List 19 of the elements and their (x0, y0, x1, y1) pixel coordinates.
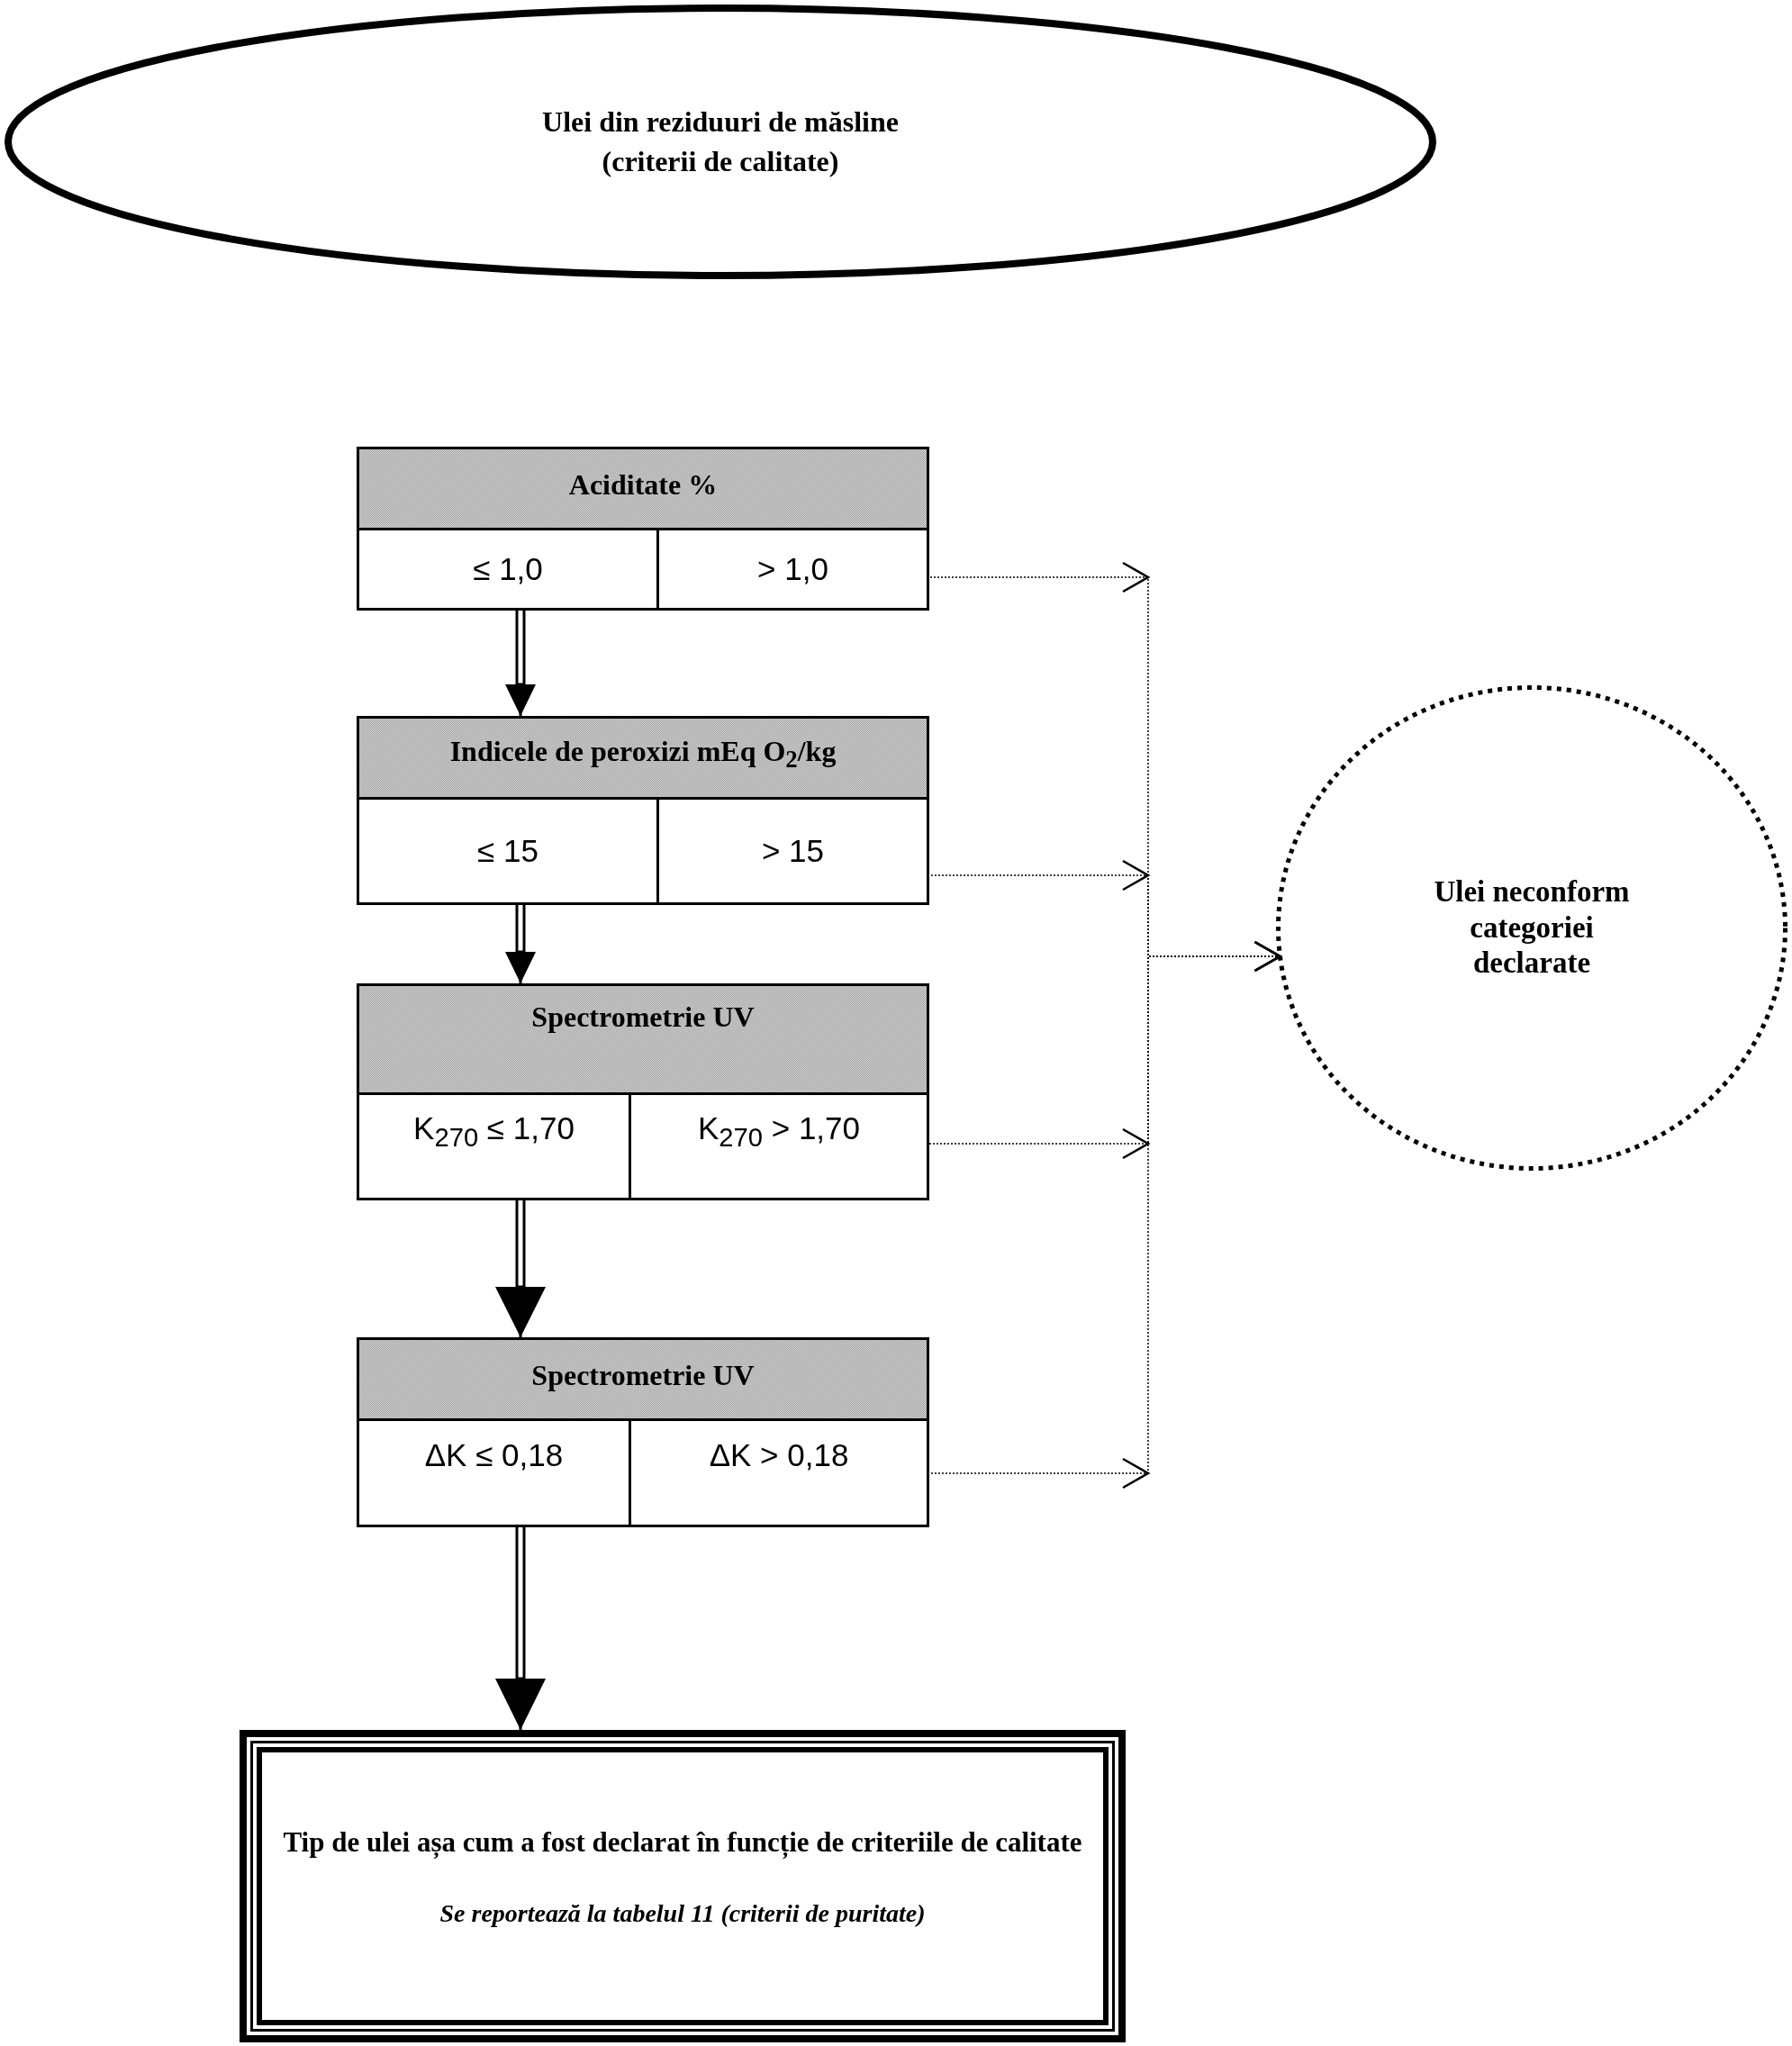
result-circle (1276, 685, 1787, 1171)
table-cell: ≤ 15 (359, 797, 659, 902)
decision-table (357, 983, 929, 1200)
circle-text: Ulei neconform categoriei declarate (1433, 874, 1631, 982)
decision-table (357, 447, 929, 611)
note-text: Se reportează la tabelul 11 (criterii de puritate) (439, 1897, 926, 1929)
decision-table (357, 1337, 929, 1527)
result-text: Tip de ulei așa cum a fost declarat în funcție de criteriile de calitate (283, 1824, 1082, 1860)
table-cell: K$_{270}$ ≤ 1,70 (359, 1092, 631, 1198)
table-cell: ≤ 1,0 (359, 528, 659, 608)
table-header: Indicele de peroxizi mEq O$_{2}$/kg (359, 719, 927, 797)
table-header: Aciditate % (359, 449, 927, 528)
result-box (240, 1730, 1126, 2042)
table-cell: ΔK ≤ 0,18 (359, 1418, 631, 1525)
title-text: Ulei din reziduuri de măsline (criterii de calitate) (541, 104, 900, 179)
title-ellipse (5, 5, 1436, 279)
table-header: Spectrometrie UV (359, 1340, 927, 1418)
decision-table (357, 716, 929, 905)
table-header: Spectrometrie UV (359, 986, 927, 1092)
